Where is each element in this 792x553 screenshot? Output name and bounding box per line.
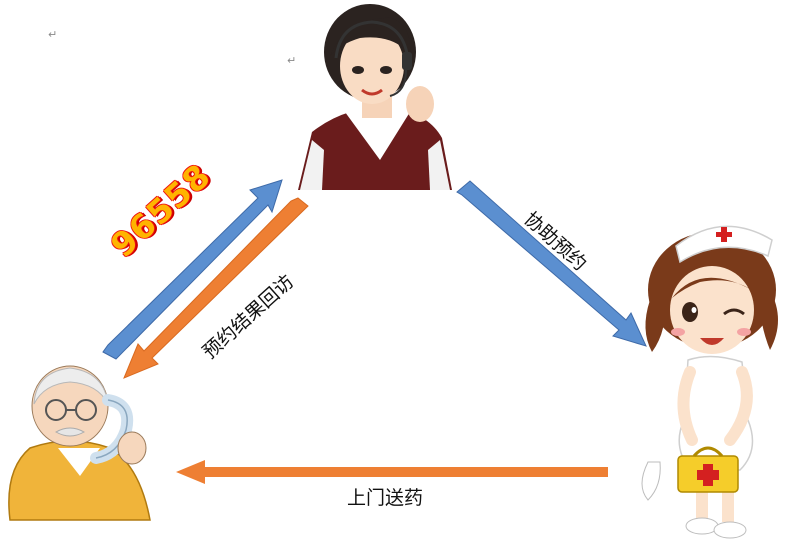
- arrow-call-hotline: [102, 179, 283, 360]
- arrow-callback: [123, 197, 309, 379]
- operator-figure: [298, 4, 452, 190]
- arrow-assist-booking: [456, 180, 647, 347]
- paragraph-mark: ↵: [287, 54, 297, 67]
- elderly-man-figure: [8, 365, 151, 521]
- arrow-deliver-medicine: [176, 460, 608, 484]
- paragraph-mark: ↵: [48, 28, 58, 41]
- nurse-figure: [641, 225, 778, 539]
- deliver-medicine-label: 上门送药: [347, 487, 424, 509]
